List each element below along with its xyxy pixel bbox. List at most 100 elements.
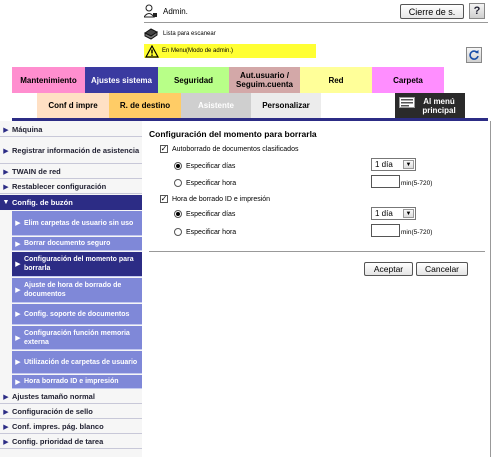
hour-input-2[interactable] [371, 224, 400, 237]
tab-conf-impre[interactable]: Conf d impre [37, 93, 109, 118]
specify-days-radio-2[interactable]: Especificar días [174, 210, 235, 218]
sidebar-subitem-soporte[interactable]: ▶ Config. soporte de documentos [12, 304, 142, 325]
main-menu-icon [399, 97, 415, 108]
arrow-right-icon: ▶ [15, 240, 21, 248]
sidebar-item-config-buzon[interactable]: ▼ Config. de buzón [0, 195, 142, 210]
sidebar-subitem-borrar-seguro[interactable]: ▶ Borrar documento seguro [12, 237, 142, 251]
sidebar-item-label: Config. de buzón [12, 198, 73, 207]
sidebar-item-label: Config. prioridad de tarea [12, 437, 104, 446]
chevron-down-icon: ▼ [403, 160, 414, 169]
sidebar-subitem-momento-borrar[interactable]: ▶ Configuración del momento para borrarl… [12, 252, 142, 277]
tab-ajustes-sistema[interactable]: Ajustes sistema [85, 67, 158, 93]
checkbox-checked-icon: ✓ [160, 144, 168, 153]
arrow-right-icon: ▶ [15, 334, 21, 342]
form-divider [149, 251, 485, 252]
arrow-right-icon: ▶ [3, 408, 9, 416]
arrow-down-icon: ▼ [2, 199, 10, 206]
days-select-value: 1 día [375, 160, 393, 169]
radio-unselected-icon [174, 228, 182, 236]
hour-unit-1: min(5-720) [401, 180, 433, 187]
content-right-border [490, 121, 491, 457]
sidebar-subitem-carpetas-usuario[interactable]: ▶ Utilización de carpetas de usuario [12, 351, 142, 374]
help-button[interactable]: ? [469, 3, 485, 19]
radio-selected-icon [174, 162, 182, 170]
specify-days-radio-1[interactable]: Especificar días [174, 162, 235, 170]
radio-selected-icon [174, 210, 182, 218]
sidebar-item-label: Máquina [12, 125, 43, 134]
id-print-delete-checkbox[interactable]: ✓ Hora de borrado ID e impresión [160, 195, 270, 203]
sidebar-item-label: Configuración función memoria externa [24, 329, 130, 346]
scanner-icon [144, 28, 158, 40]
tab-seguridad[interactable]: Seguridad [158, 67, 229, 93]
sidebar-subitem-hora-id[interactable]: ▶ Hora borrado ID e impresión [12, 375, 142, 389]
sidebar-subitem-hora-borrado[interactable]: ▶ Ajuste de hora de borrado de documento… [12, 278, 142, 303]
scan-list-label: Lista para escanear [163, 31, 216, 37]
radio-unselected-icon [174, 179, 182, 187]
sidebar-item-restablecer[interactable]: ▶ Restablecer configuración [0, 180, 142, 194]
tab-destino[interactable]: R. de destino [109, 93, 181, 118]
sidebar-item-label: Utilización de carpetas de usuario [24, 358, 138, 366]
arrow-right-icon: ▶ [15, 311, 21, 318]
auto-delete-classified-checkbox[interactable]: ✓ Autoborrado de documentos clasificados [160, 145, 298, 153]
tab-carpeta[interactable]: Carpeta [372, 67, 444, 93]
specify-hour-radio-1[interactable]: Especificar hora [174, 179, 236, 187]
main-menu-button[interactable]: Al menú principal [395, 93, 465, 118]
user-name: Admin. [163, 6, 188, 16]
sidebar-item-label: Borrar documento seguro [24, 240, 111, 247]
refresh-button[interactable] [466, 47, 482, 63]
sidebar-item-tamano-normal[interactable]: ▶ Ajustes tamaño normal [0, 390, 142, 404]
sidebar-item-label: Hora borrado ID e impresión [24, 378, 119, 385]
sidebar-item-label: TWAIN de red [12, 167, 61, 176]
days-select-value: 1 día [375, 209, 393, 218]
cancel-button[interactable]: Cancelar [416, 262, 468, 276]
sidebar-item-twain[interactable]: ▶ TWAIN de red [0, 165, 142, 179]
sidebar-item-label: Config. soporte de documentos [24, 310, 130, 318]
user-info: Admin. [144, 4, 188, 18]
sidebar-item-sello[interactable]: ▶ Configuración de sello [0, 405, 142, 419]
header-divider [144, 22, 488, 23]
sidebar-subitem-elim-carpetas[interactable]: ▶ Elim carpetas de usuario sin uso [12, 211, 142, 236]
page-title: Configuración del momento para borrarla [149, 129, 317, 139]
sidebar-item-label: Elim carpetas de usuario sin uso [24, 219, 134, 227]
days-select-1[interactable]: 1 día ▼ [371, 158, 416, 171]
arrow-right-icon: ▶ [15, 359, 21, 366]
hour-input-1[interactable] [371, 175, 400, 188]
specify-hour-radio-2[interactable]: Especificar hora [174, 228, 236, 236]
sidebar-item-maquina[interactable]: ▶ Máquina [0, 123, 142, 137]
warning-icon [145, 44, 159, 58]
arrow-right-icon: ▶ [15, 378, 21, 386]
sidebar-item-label: Ajuste de hora de borrado de documentos [24, 282, 122, 298]
days-select-2[interactable]: 1 día ▼ [371, 207, 416, 220]
arrow-right-icon: ▶ [3, 393, 9, 401]
user-icon [144, 4, 157, 18]
sidebar-item-label: Configuración del momento para borrarla [24, 256, 134, 272]
tab-underline [12, 118, 488, 121]
tab-red[interactable]: Red [300, 67, 372, 93]
arrow-right-icon: ▶ [3, 168, 9, 176]
tab-asistente[interactable]: Asistente [181, 93, 251, 118]
radio-label: Especificar hora [186, 179, 237, 187]
arrow-right-icon: ▶ [3, 126, 9, 134]
refresh-icon [469, 50, 479, 60]
sidebar-item-label: Configuración de sello [12, 407, 93, 416]
sidebar-item-label: Registrar información de asistencia [12, 146, 140, 155]
accept-button[interactable]: Aceptar [364, 262, 413, 276]
sidebar-item-registrar-asistencia[interactable]: ▶ Registrar información de asistencia [0, 138, 142, 164]
checkbox-label: Hora de borrado ID e impresión [172, 195, 271, 203]
radio-label: Especificar días [186, 162, 236, 170]
tab-aut-usuario[interactable]: Aut.usuario / Seguim.cuenta [229, 67, 300, 93]
hour-unit-2: min(5-720) [401, 229, 433, 236]
sidebar-subitem-memoria-externa[interactable]: ▶ Configuración función memoria externa [12, 326, 142, 350]
main-menu-label: Al menú principal [422, 96, 456, 115]
sidebar-item-label: Ajustes tamaño normal [12, 392, 95, 401]
logout-button[interactable]: Cierre de s. [400, 4, 464, 19]
sidebar-item-label: Restablecer configuración [12, 182, 107, 191]
admin-mode-warning: En Menu(Modo de admin.) [144, 44, 316, 58]
tab-personalizar[interactable]: Personalizar [251, 93, 321, 118]
sidebar-item-prioridad[interactable]: ▶ Config. prioridad de tarea [0, 435, 142, 449]
scan-list-link[interactable]: Lista para escanear [144, 28, 216, 40]
radio-label: Especificar días [186, 210, 236, 218]
tab-mantenimiento[interactable]: Mantenimiento [12, 67, 85, 93]
arrow-right-icon: ▶ [3, 147, 9, 155]
sidebar-item-pag-blanco[interactable]: ▶ Conf. impres. pág. blanco [0, 420, 142, 434]
